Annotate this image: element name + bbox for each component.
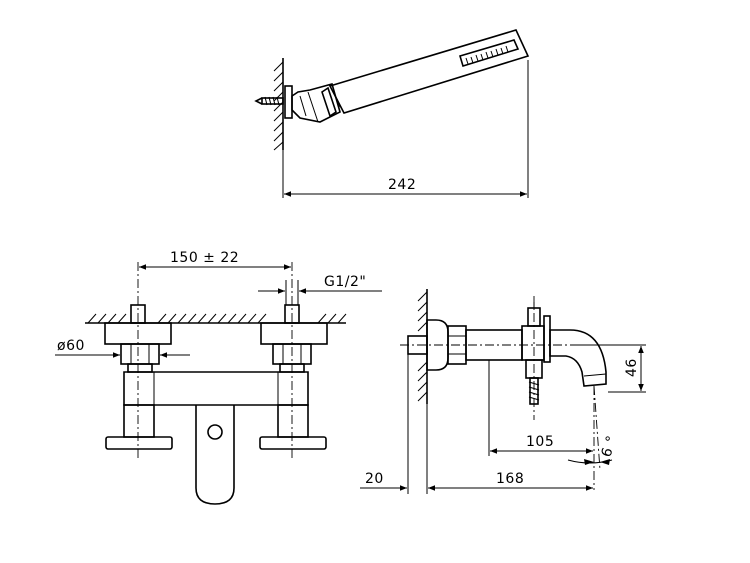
dimension-shower-length: 242 bbox=[282, 60, 529, 198]
dimension-label-46: 46 bbox=[624, 358, 640, 377]
dimension-label-centers: 150 ± 22 bbox=[170, 250, 239, 266]
left-handle bbox=[105, 436, 173, 450]
dimension-centers: 150 ± 22 bbox=[139, 250, 291, 270]
dimension-label-168: 168 bbox=[496, 471, 524, 487]
dimension-total-depth: 168 bbox=[426, 404, 593, 494]
dimension-wall-offset: 20 bbox=[360, 354, 409, 494]
front-spout bbox=[195, 405, 235, 505]
hose-connection bbox=[321, 86, 337, 118]
dimension-label-angle: 6 ° bbox=[599, 434, 621, 460]
right-handle bbox=[259, 436, 327, 450]
front-wall-hatching bbox=[87, 313, 347, 324]
dimension-spout-reach: 105 bbox=[488, 360, 593, 456]
side-wall-hatching bbox=[417, 291, 428, 402]
dimension-label-20: 20 bbox=[365, 471, 384, 487]
dimension-angle: 6 ° bbox=[567, 434, 621, 465]
dimension-label-diameter: ø60 bbox=[57, 338, 85, 354]
dimension-thread: G1/2" bbox=[258, 274, 382, 305]
mixer-front-view: 150 ± 22 G1/2" ø60 bbox=[55, 250, 382, 505]
wall-hatching bbox=[273, 61, 284, 151]
mixer-body bbox=[123, 371, 309, 406]
holder-plate bbox=[284, 85, 293, 119]
mixer-side-view: 46 105 6 ° 20 168 bbox=[360, 289, 646, 494]
shower-handle bbox=[328, 29, 530, 114]
diverter-knob bbox=[207, 424, 223, 440]
dimension-spout-height: 46 bbox=[572, 344, 646, 393]
spray-face bbox=[459, 39, 520, 68]
dimension-label-242: 242 bbox=[388, 177, 416, 193]
side-spout bbox=[549, 329, 607, 387]
left-hex-nut bbox=[120, 343, 160, 365]
holder-bracket bbox=[291, 83, 341, 123]
right-escutcheon bbox=[260, 322, 328, 345]
wall-screw bbox=[254, 96, 284, 106]
dimension-diameter: ø60 bbox=[55, 338, 190, 358]
dimension-label-thread: G1/2" bbox=[324, 274, 366, 290]
dimension-label-105: 105 bbox=[526, 434, 554, 450]
hand-shower-view: 242 bbox=[254, 29, 530, 198]
